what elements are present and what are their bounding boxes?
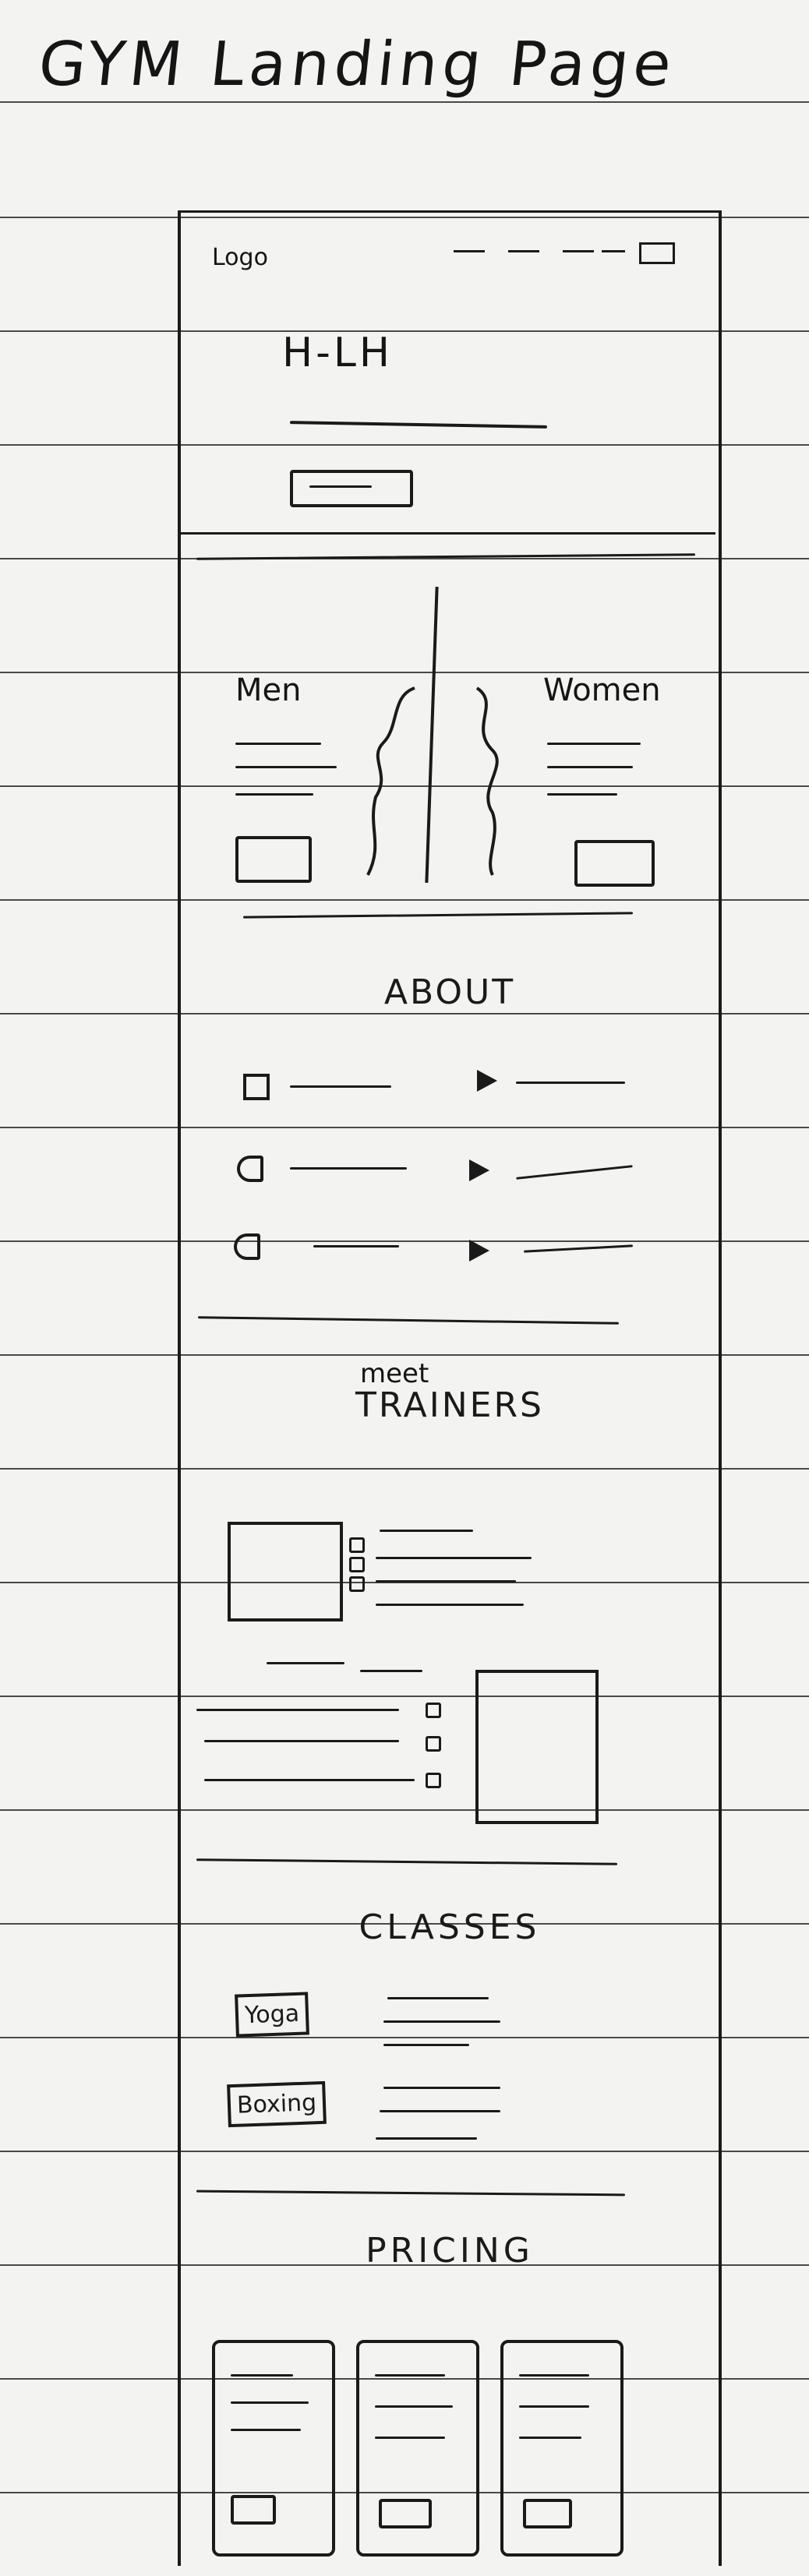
classes-divider — [196, 2190, 626, 2197]
about-heading: ABOUT — [383, 972, 516, 1012]
feature-icon — [243, 1074, 270, 1100]
nav-item[interactable] — [454, 250, 485, 252]
women-text-line — [547, 793, 617, 796]
social-icon[interactable] — [426, 1703, 441, 1718]
figures-sketch — [366, 686, 499, 876]
logo[interactable]: Logo — [212, 244, 268, 271]
trainers-divider — [196, 1858, 618, 1865]
feature-icon — [237, 1156, 263, 1182]
wireframe-frame: Logo H-LH Men Women ABOUT meet TRAINERS — [178, 210, 722, 2566]
pricing-heading: PRICING — [366, 2231, 534, 2271]
social-icon[interactable] — [426, 1773, 441, 1788]
feature-text — [524, 1244, 633, 1253]
feature-icon — [469, 1159, 489, 1181]
social-icon[interactable] — [349, 1557, 365, 1572]
hero-headline: H-LH — [282, 330, 393, 376]
trainer-name — [360, 1670, 422, 1672]
class-text — [380, 2110, 500, 2112]
class-text — [376, 2137, 477, 2140]
card-text — [519, 2405, 589, 2408]
men-label: Men — [235, 672, 302, 708]
trainer-bio — [204, 1779, 415, 1781]
nav-item[interactable] — [563, 250, 594, 252]
feature-text — [516, 1082, 625, 1084]
class-tag-boxing[interactable]: Boxing — [227, 2080, 327, 2128]
card-text — [519, 2374, 589, 2377]
trainer-bio — [376, 1557, 532, 1559]
feature-text — [313, 1245, 399, 1247]
men-text-line — [235, 766, 337, 768]
men-text-line — [235, 743, 321, 745]
women-button[interactable] — [574, 840, 655, 887]
feature-icon — [234, 1233, 260, 1260]
trainer-bio — [376, 1604, 524, 1606]
class-text — [383, 2044, 469, 2046]
trainer-bio — [196, 1709, 399, 1711]
nav-item[interactable] — [602, 250, 625, 252]
social-icon[interactable] — [349, 1576, 365, 1592]
hero-cta-button[interactable] — [290, 470, 413, 507]
nav-button[interactable] — [639, 242, 675, 264]
card-button[interactable] — [523, 2499, 572, 2528]
hero-cta-label — [309, 485, 372, 488]
page-title: GYM Landing Page — [35, 30, 680, 100]
card-text — [231, 2401, 309, 2404]
trainer-photo — [228, 1522, 343, 1621]
hero-divider — [178, 532, 715, 535]
card-button[interactable] — [231, 2495, 276, 2525]
trainer-bio — [376, 1580, 516, 1583]
pricing-card[interactable] — [212, 2340, 335, 2557]
class-tag-yoga[interactable]: Yoga — [235, 1992, 310, 2038]
card-text — [519, 2437, 581, 2439]
pricing-card[interactable] — [500, 2340, 624, 2557]
split-bottom-divider — [242, 912, 634, 919]
hero-subtitle — [289, 421, 548, 429]
card-text — [375, 2437, 445, 2439]
women-text-line — [547, 766, 633, 768]
men-text-line — [235, 793, 313, 796]
women-label: Women — [543, 672, 661, 708]
class-text — [383, 2020, 500, 2023]
classes-heading: CLASSES — [359, 1907, 541, 1947]
social-icon[interactable] — [349, 1537, 365, 1553]
women-text-line — [547, 743, 641, 745]
card-text — [231, 2374, 293, 2377]
trainers-kicker: meet — [360, 1358, 429, 1389]
feature-icon — [469, 1240, 489, 1262]
card-text — [375, 2405, 453, 2408]
split-top-divider — [196, 553, 696, 560]
trainer-name — [267, 1662, 344, 1664]
trainer-photo — [475, 1670, 599, 1824]
feature-text — [516, 1165, 633, 1180]
feature-text — [290, 1085, 391, 1088]
card-text — [375, 2374, 445, 2377]
men-button[interactable] — [235, 836, 312, 883]
trainer-name — [380, 1530, 473, 1532]
class-text — [387, 1997, 489, 1999]
card-button[interactable] — [379, 2499, 432, 2528]
class-text — [383, 2087, 500, 2089]
social-icon[interactable] — [426, 1736, 441, 1752]
pricing-card[interactable] — [356, 2340, 479, 2557]
trainers-heading: TRAINERS — [355, 1385, 544, 1425]
trainer-bio — [204, 1740, 399, 1742]
feature-icon — [477, 1070, 497, 1092]
feature-text — [290, 1167, 407, 1170]
card-text — [231, 2429, 301, 2431]
about-divider — [198, 1316, 619, 1325]
nav-item[interactable] — [508, 250, 539, 252]
